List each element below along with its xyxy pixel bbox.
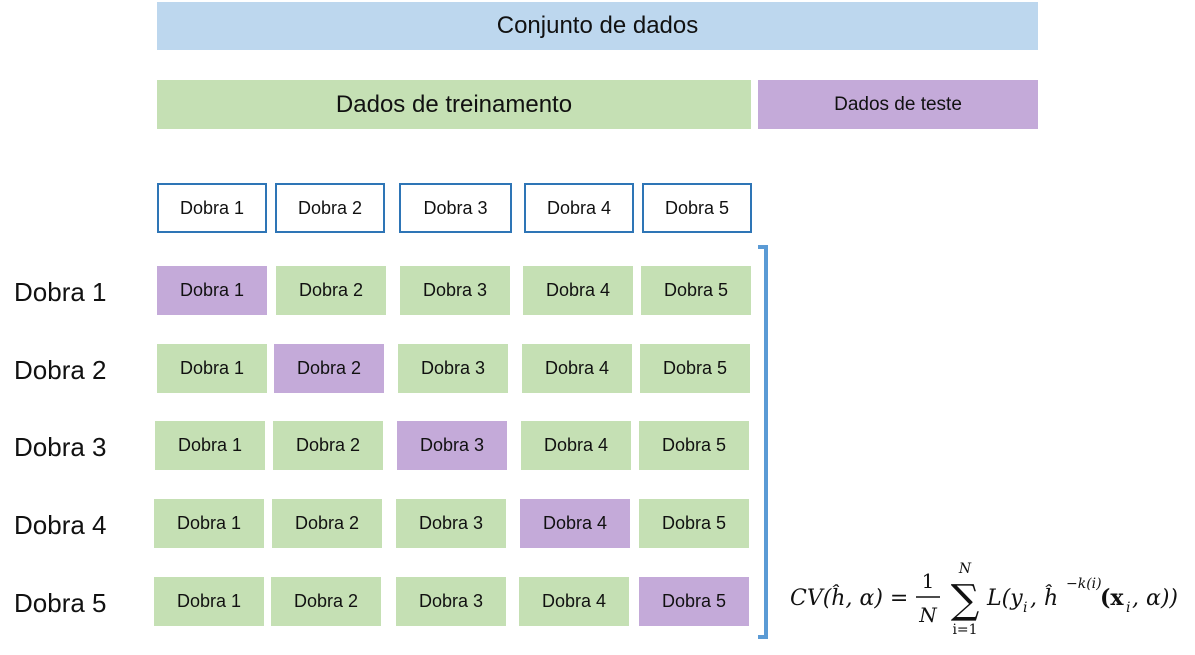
fold-cell-label: Dobra 3: [420, 358, 486, 378]
fold-header-5: Dobra 5: [642, 183, 752, 233]
fold-cell-label: Dobra 1: [176, 591, 242, 611]
formula-term-sub: i: [1023, 600, 1027, 616]
formula-term-mid: , ĥ: [1030, 584, 1058, 611]
fold-cell-label: Dobra 1: [176, 513, 242, 533]
training-fold-cell: Dobra 5: [640, 344, 750, 393]
fold-cell-label: Dobra 1: [179, 358, 245, 378]
formula-sum-upper: N: [958, 561, 972, 577]
training-fold-cell: Dobra 1: [154, 577, 264, 626]
fold-header-label: Dobra 5: [664, 197, 730, 218]
formula-sum-lower: i=1: [952, 622, 977, 638]
fold-cell-label: Dobra 4: [541, 591, 607, 611]
iteration-label: Dobra 3: [14, 431, 107, 462]
fold-cell-label: Dobra 3: [418, 591, 484, 611]
training-fold-cell: Dobra 5: [639, 499, 749, 548]
training-fold-cell: Dobra 2: [276, 266, 386, 315]
fold-cell-label: Dobra 2: [296, 358, 362, 378]
validation-fold-cell: Dobra 4: [520, 499, 630, 548]
training-fold-cell: Dobra 2: [272, 499, 382, 548]
training-fold-cell: Dobra 2: [273, 421, 383, 470]
validation-fold-cell: Dobra 3: [397, 421, 507, 470]
training-fold-cell: Dobra 1: [154, 499, 264, 548]
fold-cell-label: Dobra 4: [545, 280, 611, 300]
training-fold-cell: Dobra 4: [523, 266, 633, 315]
fold-cell-label: Dobra 2: [293, 591, 359, 611]
fold-header-label: Dobra 3: [423, 197, 488, 218]
fold-cell-label: Dobra 4: [543, 435, 609, 455]
training-fold-cell: Dobra 3: [398, 344, 508, 393]
fold-header-3: Dobra 3: [399, 183, 512, 233]
formula-lhs: CV(ĥ, α) =: [790, 584, 908, 611]
test-data-label: Dados de teste: [834, 93, 962, 115]
training-fold-cell: Dobra 4: [519, 577, 629, 626]
formula-term-x-sub: i: [1126, 600, 1130, 616]
iteration-label: Dobra 5: [14, 587, 107, 618]
training-data-bar: Dados de treinamento: [157, 80, 751, 129]
fold-header-2: Dobra 2: [275, 183, 385, 233]
fold-cell-label: Dobra 3: [418, 513, 484, 533]
validation-fold-cell: Dobra 1: [157, 266, 267, 315]
training-fold-cell: Dobra 3: [396, 577, 506, 626]
fold-cell-label: Dobra 3: [419, 435, 485, 455]
fold-cell-label: Dobra 5: [661, 591, 727, 611]
training-fold-cell: Dobra 5: [641, 266, 751, 315]
fold-cell-label: Dobra 2: [294, 513, 360, 533]
fold-cell-label: Dobra 2: [295, 435, 361, 455]
fold-header-label: Dobra 2: [297, 197, 363, 218]
formula-term-sup: −k(i): [1066, 576, 1102, 592]
training-fold-cell: Dobra 3: [400, 266, 510, 315]
fold-cell-label: Dobra 3: [422, 280, 488, 300]
fold-cell-label: Dobra 1: [177, 435, 243, 455]
formula-term-end: , α)): [1132, 586, 1178, 611]
validation-fold-cell: Dobra 2: [274, 344, 384, 393]
iteration-label: Dobra 1: [14, 276, 107, 307]
test-data-bar: Dados de teste: [758, 80, 1038, 129]
fold-header-label: Dobra 4: [546, 197, 612, 218]
iteration-label: Dobra 4: [14, 509, 107, 540]
fold-cell-label: Dobra 1: [179, 280, 245, 300]
fold-cell-label: Dobra 4: [542, 513, 608, 533]
training-fold-cell: Dobra 4: [521, 421, 631, 470]
fold-cell-label: Dobra 5: [663, 280, 729, 300]
fold-header-4: Dobra 4: [524, 183, 634, 233]
training-fold-cell: Dobra 3: [396, 499, 506, 548]
training-data-label: Dados de treinamento: [335, 90, 573, 118]
formula-term: L(y: [986, 586, 1023, 611]
fold-cell-label: Dobra 5: [661, 513, 727, 533]
formula-term-x: (x: [1100, 585, 1124, 611]
iteration-label: Dobra 2: [14, 354, 107, 385]
training-fold-cell: Dobra 4: [522, 344, 632, 393]
sum-sign-icon: ∑: [951, 577, 980, 623]
fold-header-1: Dobra 1: [157, 183, 267, 233]
training-fold-cell: Dobra 1: [155, 421, 265, 470]
dataset-bar: Conjunto de dados: [157, 2, 1038, 50]
formula-frac-num: 1: [922, 569, 935, 593]
formula-frac-den: N: [918, 603, 938, 627]
training-fold-cell: Dobra 5: [639, 421, 749, 470]
cross-validation-formula: CV(ĥ, α) = 1 N N ∑ i=1 L(y i , ĥ −k(i) (…: [790, 561, 1178, 638]
training-fold-cell: Dobra 2: [271, 577, 381, 626]
fold-header-label: Dobra 1: [179, 197, 245, 218]
fold-cell-label: Dobra 5: [661, 435, 727, 455]
training-fold-cell: Dobra 1: [157, 344, 267, 393]
validation-fold-cell: Dobra 5: [639, 577, 749, 626]
fold-cell-label: Dobra 4: [544, 358, 610, 378]
fold-cell-label: Dobra 5: [662, 358, 728, 378]
fold-cell-label: Dobra 2: [298, 280, 364, 300]
dataset-label: Conjunto de dados: [496, 12, 699, 39]
bracket-icon: [758, 245, 768, 639]
